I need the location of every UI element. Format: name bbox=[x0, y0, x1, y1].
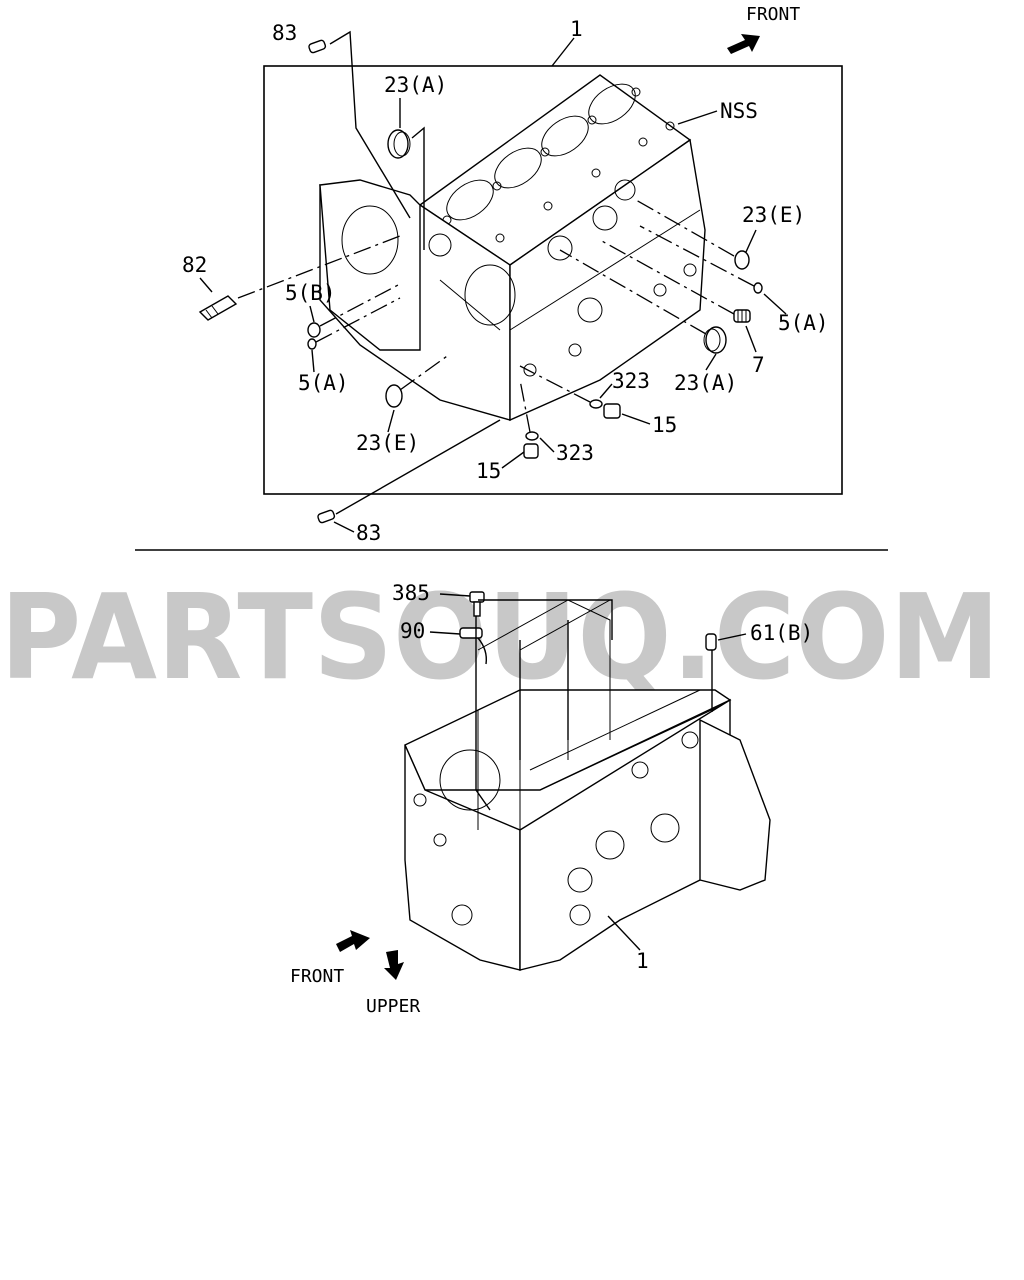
cylinder-block-top bbox=[319, 74, 706, 422]
plug-5a-left bbox=[307, 338, 317, 350]
top-diagram: FRONT bbox=[182, 4, 843, 545]
callout-83-bottom: 83 bbox=[356, 521, 381, 545]
front-arrow-icon bbox=[727, 34, 760, 54]
callout-7: 7 bbox=[752, 353, 765, 377]
washer-323-bottom bbox=[525, 431, 539, 441]
top-diagram-frame bbox=[263, 65, 843, 495]
watermark: PARTSOUQ.COM bbox=[0, 568, 1000, 706]
seal-plug-23e-left bbox=[385, 384, 403, 408]
front-label-bottom: FRONT bbox=[290, 966, 344, 987]
callout-5a-right: 5(A) bbox=[778, 311, 829, 335]
callout-1-top: 1 bbox=[570, 17, 583, 41]
callout-385: 385 bbox=[392, 581, 430, 605]
callout-23e-right: 23(E) bbox=[742, 203, 805, 227]
callout-23e-left: 23(E) bbox=[356, 431, 419, 455]
plug-5a-right bbox=[753, 282, 763, 294]
callout-23a-top: 23(A) bbox=[384, 73, 447, 97]
callout-15-right: 15 bbox=[652, 413, 677, 437]
callout-323-bottom: 323 bbox=[556, 441, 594, 465]
dowel-pin-61b bbox=[705, 633, 717, 651]
callout-15-bottom: 15 bbox=[476, 459, 501, 483]
callout-90: 90 bbox=[400, 619, 425, 643]
plug-7 bbox=[733, 309, 751, 323]
plug-5b bbox=[307, 322, 321, 338]
bolt-15-right bbox=[603, 403, 621, 419]
callout-323-right: 323 bbox=[612, 369, 650, 393]
seal-plug-23a-bottom bbox=[703, 326, 727, 354]
pin-83-top bbox=[308, 39, 327, 54]
upper-label: UPPER bbox=[366, 996, 420, 1017]
front-arrow-icon-bottom bbox=[336, 930, 370, 952]
callout-23a-bottom: 23(A) bbox=[674, 371, 737, 395]
bolt-15-bottom bbox=[523, 443, 539, 459]
callout-61b: 61(B) bbox=[750, 621, 813, 645]
callout-5a-left: 5(A) bbox=[298, 371, 349, 395]
callout-82: 82 bbox=[182, 253, 207, 277]
stud-82 bbox=[198, 295, 238, 321]
callout-nss: NSS bbox=[720, 99, 758, 123]
callout-1-bottom: 1 bbox=[636, 949, 649, 973]
upper-arrow-icon bbox=[384, 950, 404, 980]
bottom-diagram: 385 90 61(B) 1 FRONT bbox=[290, 581, 813, 1017]
seal-plug-23e-right bbox=[734, 250, 750, 270]
callout-83-top: 83 bbox=[272, 21, 297, 45]
front-label-top: FRONT bbox=[746, 4, 800, 25]
seal-plug-23a-top bbox=[387, 129, 411, 159]
pin-83-bottom bbox=[317, 509, 336, 524]
callout-5b: 5(B) bbox=[285, 281, 336, 305]
washer-323-right bbox=[589, 399, 603, 409]
